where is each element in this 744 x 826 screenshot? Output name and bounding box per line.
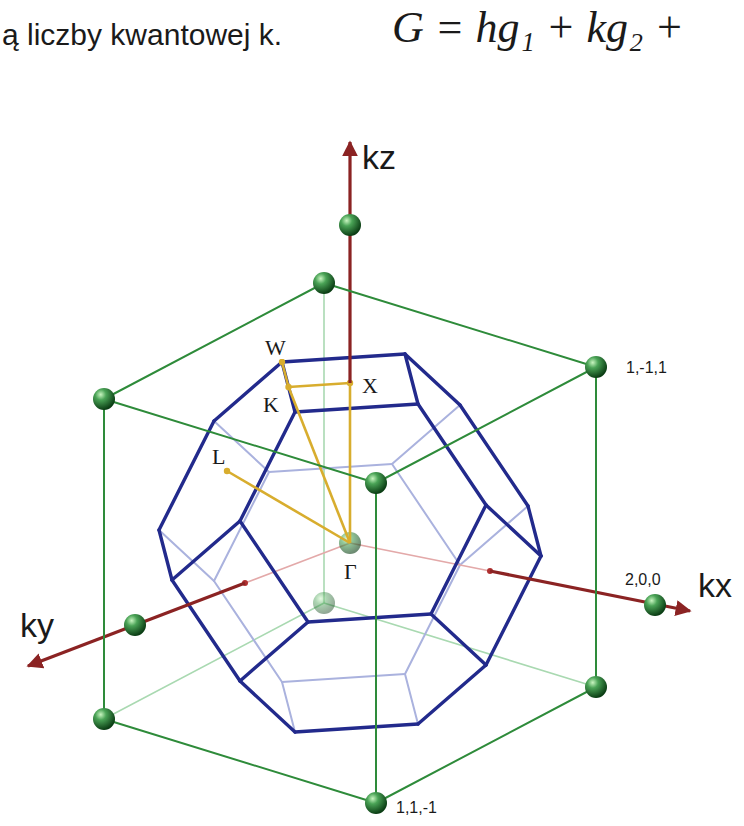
- formula-text: G = hg₁ + kg₂ +: [392, 6, 684, 50]
- zone-edge: [295, 404, 418, 412]
- zone-edge: [172, 521, 240, 580]
- cube-edge: [376, 367, 596, 483]
- index-label: 1,1,-1: [396, 800, 437, 816]
- zone-edge: [159, 354, 541, 732]
- point-label: Γ: [343, 561, 358, 583]
- cube-edge: [104, 719, 376, 803]
- point-label: X: [361, 375, 379, 397]
- symmetry-point: [279, 359, 285, 365]
- cube-edge: [376, 687, 596, 803]
- zone-edge-hidden: [282, 674, 405, 682]
- zone-edge: [214, 362, 282, 421]
- zone-edge: [240, 521, 308, 622]
- zone-edge: [295, 724, 418, 732]
- lattice-point: [585, 676, 607, 698]
- axis-label: kx: [698, 568, 732, 602]
- cube-edge: [375, 483, 377, 803]
- cube-edge-hidden: [324, 603, 596, 687]
- zone-edge: [308, 614, 431, 622]
- axis-label: ky: [20, 608, 54, 642]
- zone-edge: [159, 421, 214, 530]
- axis-inner: [245, 383, 490, 583]
- zone-edge: [486, 505, 541, 556]
- axis-outer: [28, 142, 690, 666]
- symmetry-path: [224, 359, 353, 543]
- axis-label: kz: [362, 140, 396, 174]
- heading-text: ą liczby kwantowej k.: [2, 20, 282, 50]
- point-label: L: [211, 446, 226, 468]
- lattice-point: [339, 214, 361, 236]
- zone-edge-hidden: [159, 405, 528, 732]
- zone-edge-hidden: [214, 581, 282, 682]
- point-label: W: [264, 337, 287, 359]
- axis-arrow: [28, 583, 245, 666]
- lattice-point: [313, 272, 335, 294]
- index-label: 2,0,0: [625, 572, 661, 588]
- cube-edge: [104, 283, 596, 803]
- symmetry-point: [285, 384, 291, 390]
- axis-inner-line: [349, 383, 351, 543]
- cube-edge: [104, 283, 324, 399]
- zone-edge: [405, 354, 460, 405]
- zone-edge: [240, 681, 295, 732]
- zone-edge: [240, 622, 308, 681]
- symmetry-line: [227, 471, 350, 543]
- zone-edge: [172, 580, 240, 681]
- zone-edge: [418, 665, 486, 724]
- symmetry-line: [289, 383, 351, 387]
- lattice-point: [93, 708, 115, 730]
- symmetry-line: [349, 383, 352, 543]
- zone-edge: [405, 354, 418, 404]
- cube-edge: [324, 283, 596, 367]
- cube-edge: [103, 399, 105, 719]
- zone-edge-hidden: [405, 674, 418, 724]
- lattice-point: [365, 792, 387, 814]
- zone-edge: [431, 505, 486, 614]
- symmetry-point: [224, 468, 230, 474]
- cube-edge-hidden: [104, 603, 324, 719]
- zone-edge: [159, 530, 172, 580]
- lattice-point: [585, 356, 607, 378]
- zone-edge-hidden: [214, 472, 269, 581]
- zone-edge: [282, 354, 405, 362]
- lattice-point-hidden: [313, 592, 335, 614]
- axis-inner-line: [350, 543, 490, 571]
- zone-edge-hidden: [159, 530, 214, 581]
- zone-edge-hidden: [405, 565, 460, 674]
- index-label: 1,-1,1: [626, 360, 667, 376]
- cube-edge: [104, 399, 376, 483]
- lattice-point: [93, 388, 115, 410]
- axis-arrow: [348, 142, 351, 383]
- cube-edge-hidden: [323, 283, 325, 603]
- zone-edge-hidden: [392, 464, 460, 565]
- zone-edge: [431, 614, 486, 665]
- lattice-point: [644, 594, 666, 616]
- lattice-point: [365, 472, 387, 494]
- symmetry-line: [282, 362, 289, 387]
- cube-edge: [595, 367, 597, 687]
- point-label: K: [262, 394, 280, 416]
- lattice-point: [124, 614, 146, 636]
